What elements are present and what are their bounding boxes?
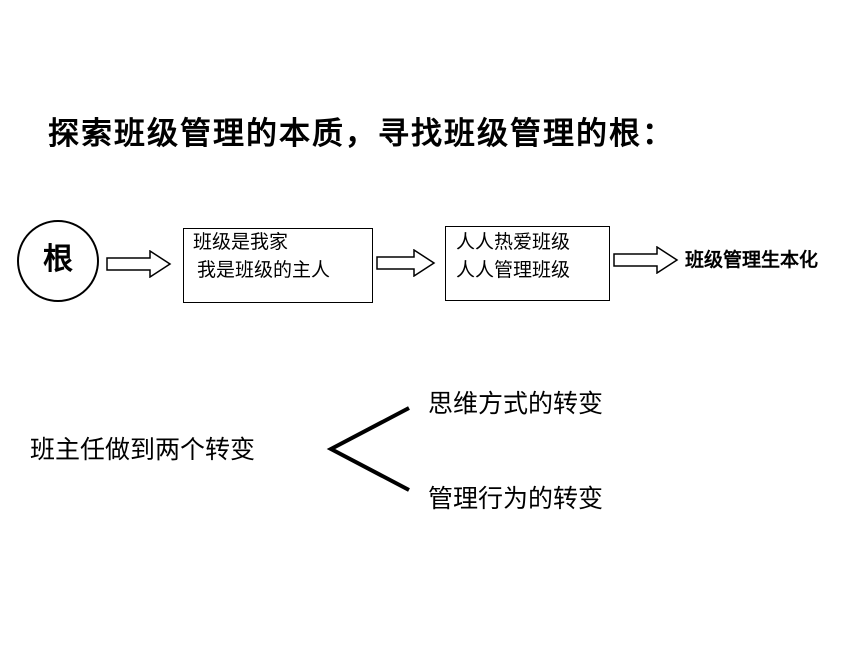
flow-box-home-line-2: 我是班级的主人 xyxy=(197,259,331,281)
arrow-box2-to-result xyxy=(613,246,679,274)
arrow-root-to-box1 xyxy=(106,250,172,278)
slide-title: 探索班级管理的本质，寻找班级管理的根： xyxy=(48,116,675,152)
root-circle: 根 xyxy=(17,220,99,302)
branch-bracket xyxy=(326,406,410,492)
flow-box-love-line-2: 人人管理班级 xyxy=(456,259,571,281)
flow-box-love: 人人热爱班级 人人管理班级 xyxy=(445,226,610,301)
branch-item-thinking: 思维方式的转变 xyxy=(428,389,604,418)
branch-label: 班主任做到两个转变 xyxy=(30,435,256,464)
flow-box-home-line-1: 班级是我家 xyxy=(193,231,289,253)
root-label: 根 xyxy=(43,242,73,277)
flow-result: 班级管理生本化 xyxy=(685,249,819,271)
arrow-box1-to-box2 xyxy=(376,249,436,277)
branch-item-behavior: 管理行为的转变 xyxy=(428,484,604,513)
flow-box-love-line-1: 人人热爱班级 xyxy=(456,231,571,253)
flow-box-home: 班级是我家 我是班级的主人 xyxy=(183,228,373,303)
